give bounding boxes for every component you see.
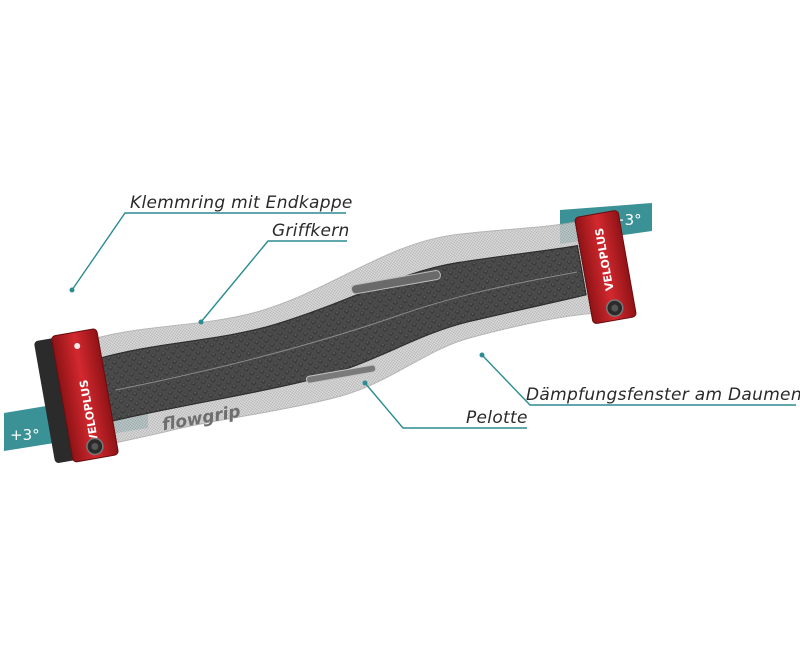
callout-grip-core-dot (198, 319, 204, 325)
callout-thumb-damping-dot (479, 352, 485, 358)
grip-core-seam (115, 271, 578, 391)
callout-pelotte: Pelotte (362, 380, 528, 429)
callout-clamp-ring-dot (69, 287, 75, 293)
right-clamp-bolt-head (611, 304, 619, 312)
callout-pelotte-dot (362, 380, 368, 386)
thumb-window (350, 270, 441, 295)
left-clamp-bolt-head (91, 442, 99, 450)
pelotte-slot (305, 364, 377, 384)
left-clamp-dot (74, 342, 81, 349)
angle-label-left: +3° (10, 426, 40, 444)
grip-body: VELOPLUS VELOPLUS flowgrip (34, 210, 637, 463)
callout-grip-core-label: Griffkern (272, 221, 350, 241)
right-clamp-ring (574, 210, 637, 324)
callout-thumb-damping-label: Dämpfungsfenster am Daumen (526, 385, 800, 405)
callout-clamp-ring: Klemmring mit Endkappe (69, 193, 353, 293)
callout-grip-core-leader (200, 240, 347, 323)
callout-thumb-damping-leader (481, 354, 796, 406)
callout-grip-core: Griffkern (198, 221, 350, 325)
left-end-cap (34, 338, 77, 463)
callout-clamp-ring-label: Klemmring mit Endkappe (130, 193, 353, 213)
callout-clamp-ring-leader (71, 212, 346, 291)
callout-pelotte-leader (364, 382, 527, 429)
callout-pelotte-label: Pelotte (466, 408, 528, 428)
left-clamp-ring (51, 328, 119, 463)
callout-thumb-damping: Dämpfungsfenster am Daumen (479, 352, 800, 406)
